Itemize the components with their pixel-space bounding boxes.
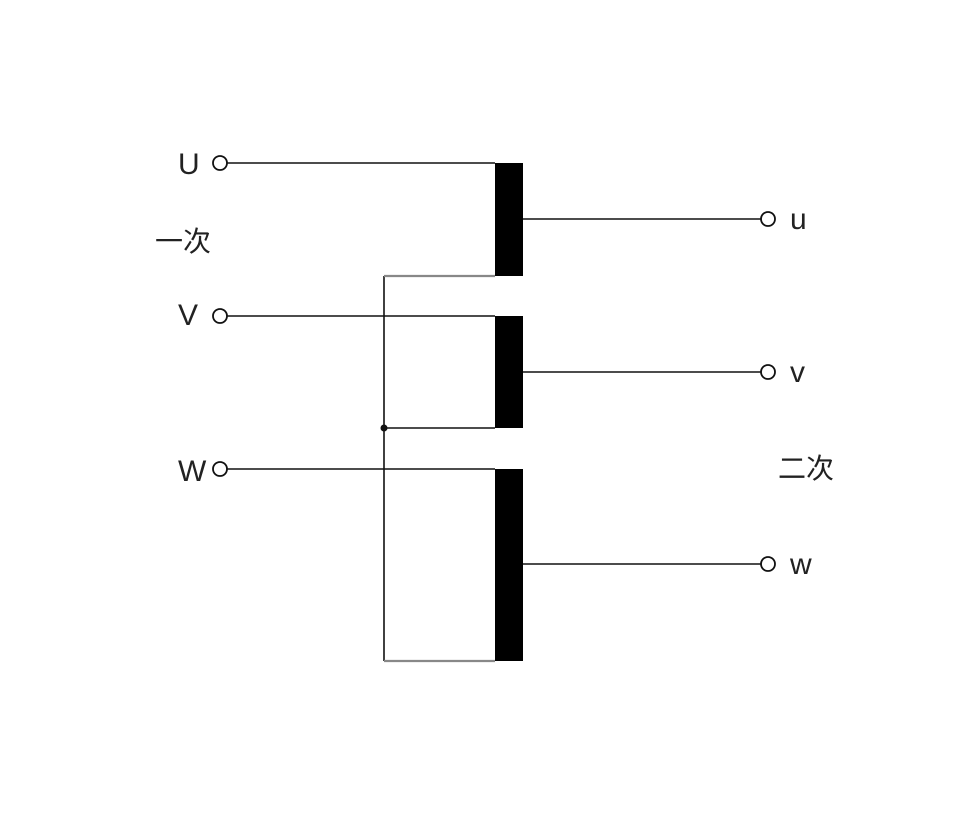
- primary-terminal-v-label: V: [178, 299, 198, 332]
- secondary-terminal-w: [760, 556, 776, 572]
- secondary-terminal-v-label: v: [790, 356, 805, 389]
- secondary-side-label: 二次: [778, 452, 834, 485]
- winding-v: [495, 316, 523, 428]
- secondary-terminal-u: [760, 211, 776, 227]
- primary-terminal-w-label: W: [178, 455, 207, 488]
- neutral-junction-dot: [380, 424, 388, 432]
- secondary-terminal-v: [760, 364, 776, 380]
- primary-side-label: 一次: [155, 225, 211, 258]
- primary-terminal-u: [212, 155, 228, 171]
- winding-w: [495, 469, 523, 661]
- secondary-terminal-w-label: w: [789, 548, 812, 581]
- primary-terminal-u-label: U: [178, 148, 200, 181]
- secondary-terminal-u-label: u: [790, 203, 807, 236]
- winding-u: [495, 163, 523, 276]
- primary-terminal-w: [212, 461, 228, 477]
- primary-terminal-v: [212, 308, 228, 324]
